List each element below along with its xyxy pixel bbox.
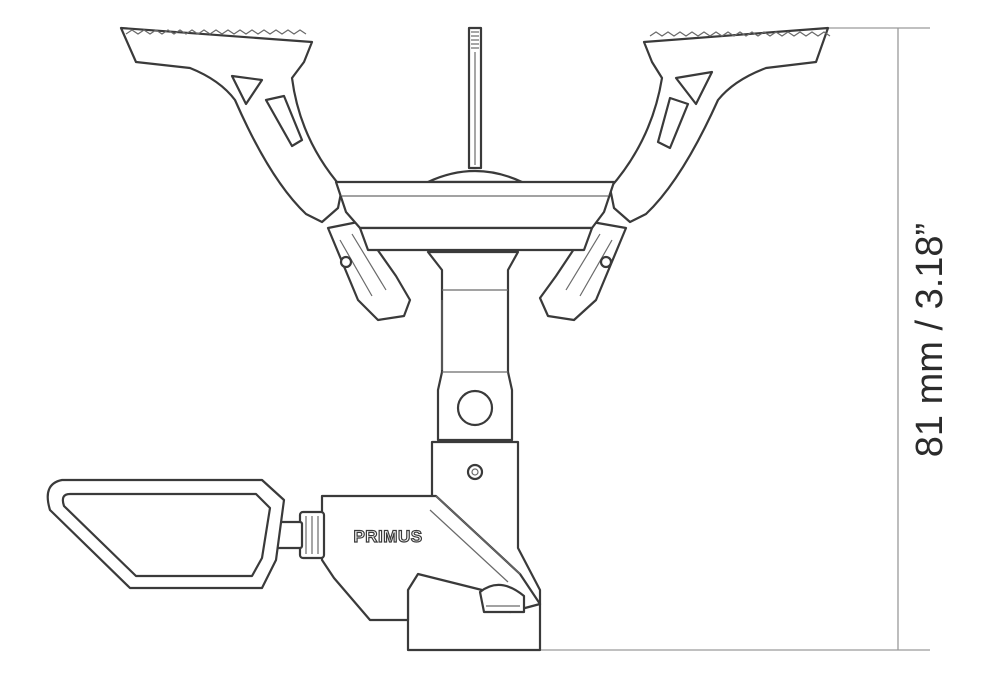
brand-label: PRIMUS	[353, 527, 422, 546]
burner-head	[334, 180, 616, 252]
valve-connector	[274, 510, 326, 560]
right-pot-support	[538, 26, 831, 322]
height-dimension-label: 81 mm / 3.18”	[909, 223, 951, 457]
central-stem	[426, 250, 520, 442]
regulator-block	[320, 494, 542, 622]
center-spindle	[467, 26, 483, 170]
burner-dome	[426, 169, 524, 184]
control-handle	[46, 478, 286, 590]
dimension-lines	[540, 27, 930, 651]
left-pot-support	[119, 26, 412, 322]
